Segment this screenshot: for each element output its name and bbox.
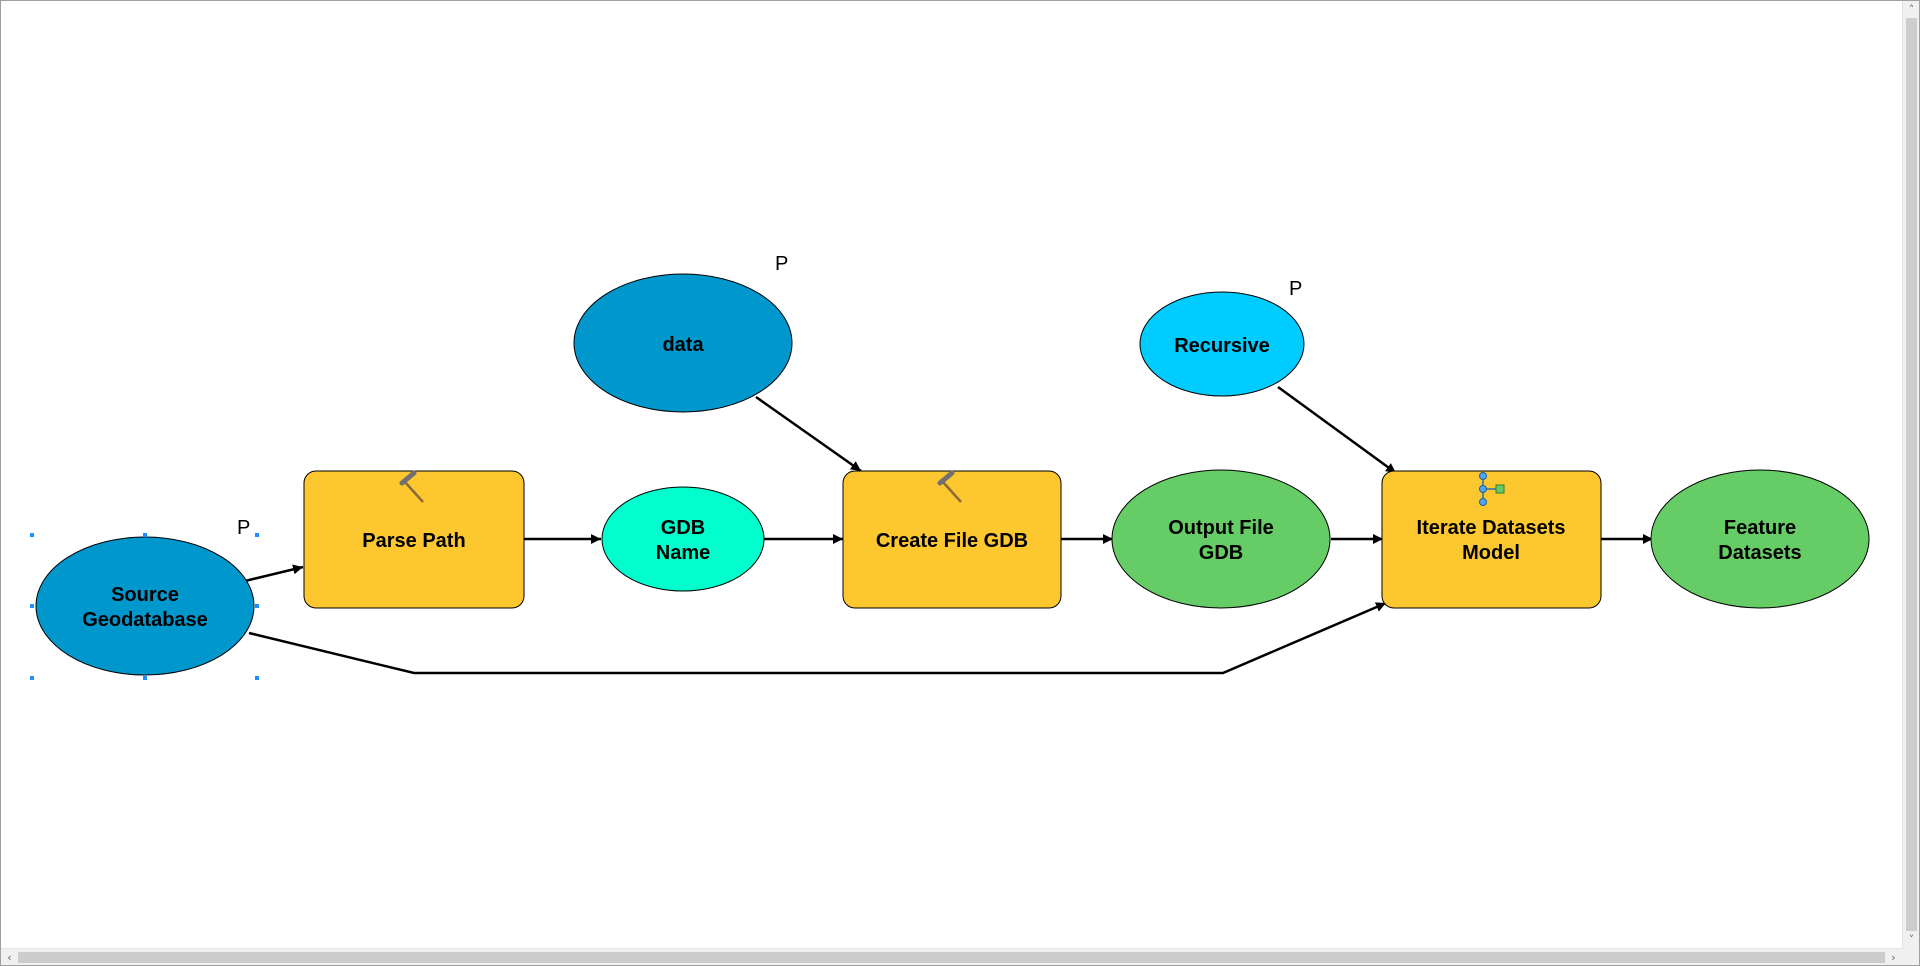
create-file-gdb-node[interactable]: Create File GDB [842, 470, 1062, 609]
parse-path-node[interactable]: Parse Path [303, 470, 525, 609]
horizontal-scrollbar[interactable]: ‹ › [1, 948, 1902, 965]
feature-datasets-label-line2: Datasets [1718, 542, 1801, 564]
connector-source-to-parse[interactable] [244, 564, 304, 583]
output-file-gdb-label-line2: GDB [1199, 542, 1243, 564]
selection-handles[interactable] [30, 533, 259, 680]
model-icon [1479, 472, 1505, 506]
hammer-icon [399, 470, 424, 503]
source-geodatabase-parameter-marker: P [237, 517, 250, 539]
vertical-scroll-thumb[interactable] [1906, 18, 1917, 931]
iterate-datasets-model-node[interactable]: Iterate Datasets Model [1381, 470, 1602, 609]
horizontal-scroll-thumb[interactable] [18, 952, 1885, 963]
recursive-label: Recursive [1174, 335, 1270, 357]
source-geodatabase-label-line1: Source [111, 584, 179, 606]
output-file-gdb-label-line1: Output File [1168, 517, 1274, 539]
connector-source-to-iterate[interactable] [248, 601, 1387, 675]
feature-datasets-node[interactable]: Feature Datasets [1650, 469, 1870, 609]
scroll-corner [1902, 948, 1919, 965]
gdb-name-node[interactable]: GDB Name [601, 486, 765, 592]
feature-datasets-label-line1: Feature [1724, 517, 1796, 539]
hammer-icon [937, 470, 962, 503]
source-geodatabase-node[interactable]: Source Geodatabase [30, 533, 259, 680]
data-label: data [662, 334, 704, 356]
create-file-gdb-label: Create File GDB [876, 530, 1028, 552]
scroll-right-icon[interactable]: › [1891, 951, 1896, 964]
connectors [244, 385, 1653, 675]
gdb-name-label-line1: GDB [661, 517, 705, 539]
recursive-parameter-marker: P [1289, 278, 1302, 300]
connector-recursive-to-iterate[interactable] [1277, 385, 1397, 475]
scroll-down-icon[interactable]: ˅ [1908, 933, 1915, 946]
gdb-name-label-line2: Name [656, 542, 710, 564]
recursive-node[interactable]: Recursive [1139, 291, 1305, 397]
connector-data-to-create[interactable] [755, 395, 862, 473]
iterate-datasets-model-label-line1: Iterate Datasets [1417, 517, 1566, 539]
source-geodatabase-label-line2: Geodatabase [82, 609, 208, 631]
parse-path-label: Parse Path [362, 530, 465, 552]
vertical-scrollbar[interactable]: ˄ ˅ [1902, 1, 1919, 948]
scroll-left-icon[interactable]: ‹ [7, 951, 12, 964]
data-parameter-marker: P [775, 253, 788, 275]
scroll-up-icon[interactable]: ˄ [1908, 3, 1915, 16]
data-node[interactable]: data [573, 273, 793, 413]
iterate-datasets-model-label-line2: Model [1462, 542, 1520, 564]
output-file-gdb-node[interactable]: Output File GDB [1111, 469, 1331, 609]
